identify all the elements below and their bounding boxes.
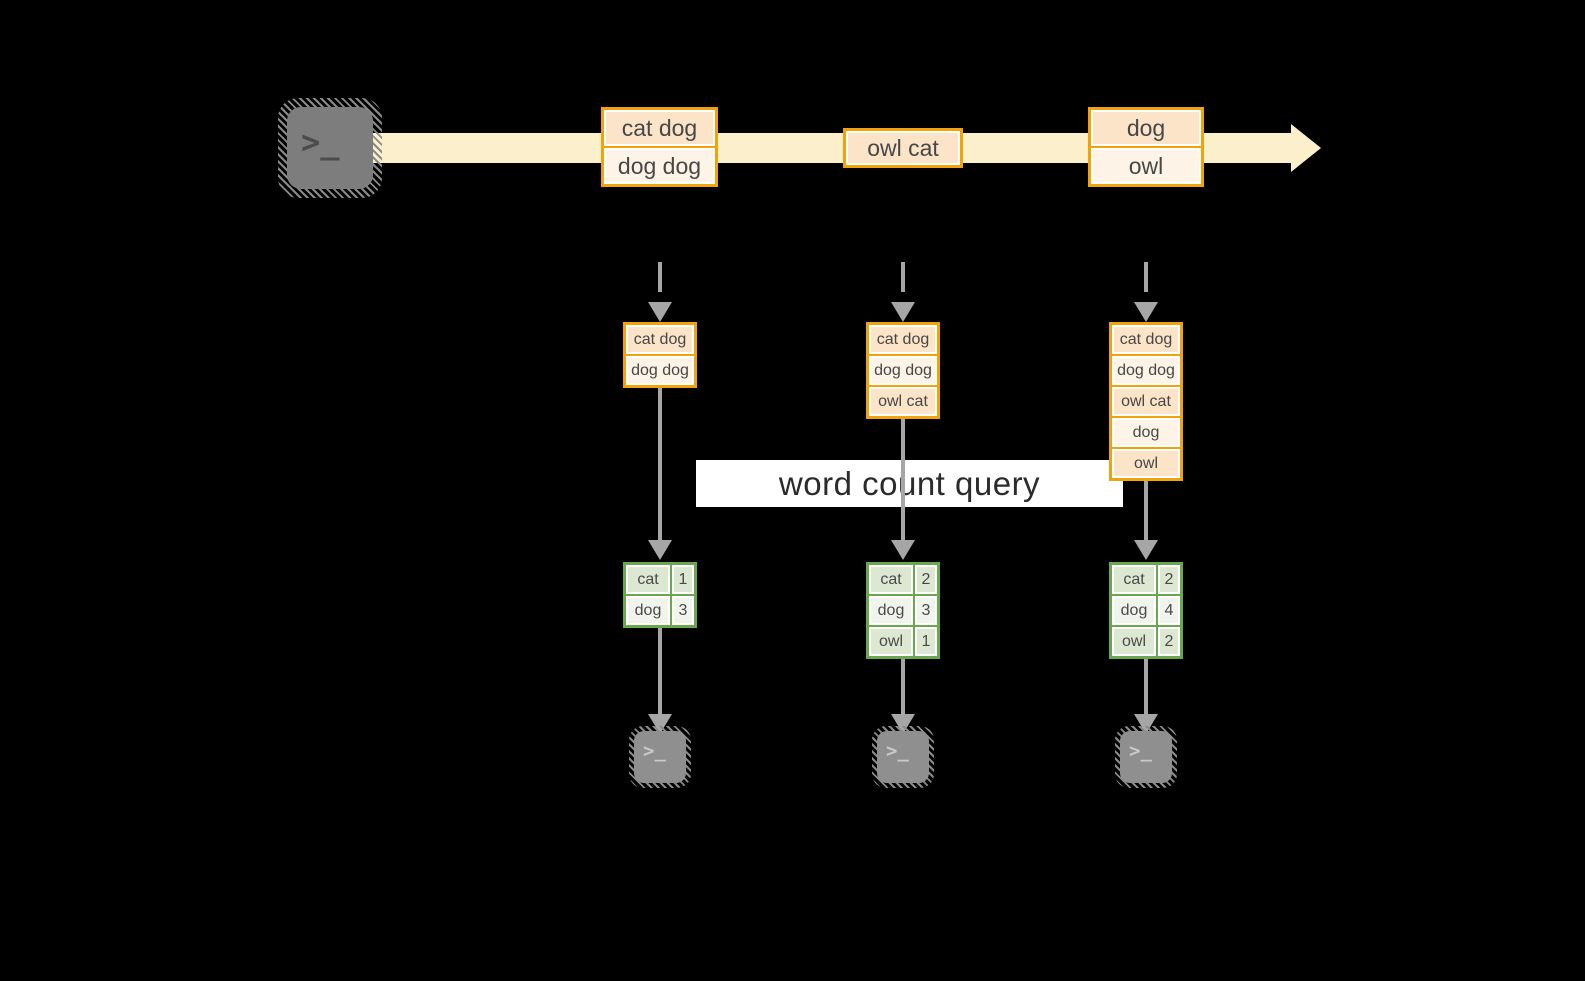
stream-event-1: cat dog dog dog	[601, 107, 718, 187]
event-line: cat dog	[604, 110, 715, 146]
event-line: dog dog	[604, 148, 715, 184]
buffer-stack-3: cat dog dog dog owl cat dog owl	[1109, 322, 1183, 481]
buffer-item: cat dog	[869, 325, 937, 354]
count-table-2: cat 2 dog 3 owl 1	[866, 562, 940, 659]
count-value: 4	[1158, 596, 1180, 625]
count-word: owl	[1112, 627, 1156, 656]
count-word: owl	[869, 627, 913, 656]
count-word: cat	[869, 565, 913, 594]
count-value: 3	[915, 596, 937, 625]
arrow-down-icon	[1134, 659, 1158, 734]
count-value: 2	[1158, 565, 1180, 594]
buffer-item: dog dog	[1112, 356, 1180, 385]
terminal-prompt-icon: >_	[634, 731, 686, 783]
buffer-item: cat dog	[626, 325, 694, 354]
buffer-item: dog dog	[869, 356, 937, 385]
output-terminal-icon: >_	[629, 726, 691, 788]
event-line: owl cat	[846, 131, 960, 165]
buffer-item: owl cat	[1112, 387, 1180, 416]
count-value: 3	[672, 596, 694, 625]
stream-arrow-head-icon	[1291, 124, 1321, 172]
count-value: 1	[915, 627, 937, 656]
stream-event-2: owl cat	[843, 128, 963, 168]
dashed-arrow-down-icon	[1134, 262, 1158, 322]
event-line: owl	[1091, 148, 1201, 184]
terminal-prompt-icon: >_	[287, 107, 373, 189]
count-word: dog	[626, 596, 670, 625]
query-banner-label: word count query	[778, 464, 1041, 502]
count-word: dog	[1112, 596, 1156, 625]
count-word: cat	[1112, 565, 1156, 594]
arrow-down-icon	[891, 659, 915, 734]
count-value: 1	[672, 565, 694, 594]
arrow-down-icon	[1134, 481, 1158, 560]
buffer-item: dog	[1112, 418, 1180, 447]
dashed-arrow-down-icon	[891, 262, 915, 322]
count-word: cat	[626, 565, 670, 594]
count-value: 2	[1158, 627, 1180, 656]
count-word: dog	[869, 596, 913, 625]
event-line: dog	[1091, 110, 1201, 146]
count-table-3: cat 2 dog 4 owl 2	[1109, 562, 1183, 659]
arrow-down-icon	[648, 388, 672, 560]
stream-event-3: dog owl	[1088, 107, 1204, 187]
buffer-item: cat dog	[1112, 325, 1180, 354]
output-terminal-icon: >_	[1115, 726, 1177, 788]
dashed-arrow-down-icon	[648, 262, 672, 322]
count-table-1: cat 1 dog 3	[623, 562, 697, 628]
buffer-item: dog dog	[626, 356, 694, 385]
query-banner: word count query	[696, 460, 1123, 507]
source-terminal-icon: >_	[278, 98, 382, 198]
buffer-item: owl	[1112, 449, 1180, 478]
count-value: 2	[915, 565, 937, 594]
arrow-down-icon	[648, 628, 672, 734]
terminal-prompt-icon: >_	[877, 731, 929, 783]
output-terminal-icon: >_	[872, 726, 934, 788]
terminal-prompt-icon: >_	[1120, 731, 1172, 783]
buffer-item: owl cat	[869, 387, 937, 416]
buffer-stack-1: cat dog dog dog	[623, 322, 697, 388]
arrow-down-icon	[891, 419, 915, 560]
buffer-stack-2: cat dog dog dog owl cat	[866, 322, 940, 419]
